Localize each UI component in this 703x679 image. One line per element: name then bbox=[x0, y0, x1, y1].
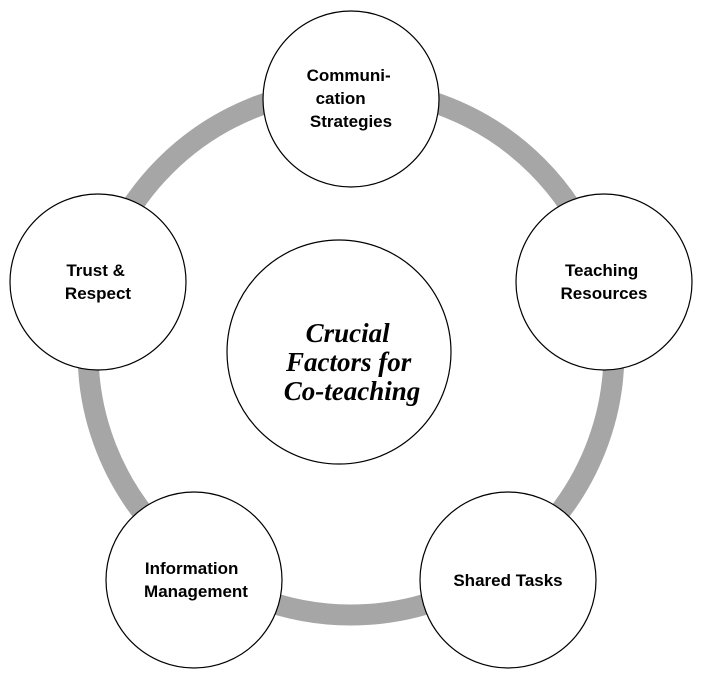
node-teaching-resources-line-1: Teaching bbox=[565, 261, 638, 280]
center-title-line-2: Factors for bbox=[285, 347, 412, 377]
node-shared-tasks: Shared Tasks bbox=[419, 491, 597, 669]
node-teaching-resources-line-2: Resources bbox=[561, 284, 648, 303]
center-title: Crucial Factors for Co-teaching bbox=[284, 318, 421, 406]
node-trust-respect-line-1: Trust & bbox=[66, 261, 125, 280]
node-teaching-resources: Teaching Resources bbox=[515, 193, 693, 371]
node-information-management-label: Information Management bbox=[144, 559, 248, 601]
node-trust-respect: Trust & Respect bbox=[9, 193, 187, 371]
node-shared-tasks-line-1: Shared Tasks bbox=[453, 571, 562, 590]
node-communication-strategies-line-1: Communi- bbox=[307, 66, 391, 85]
node-communication-strategies: Communi- cation Strategies bbox=[262, 10, 440, 188]
node-communication-strategies-label: Communi- cation Strategies bbox=[307, 66, 396, 131]
node-information-management: Information Management bbox=[105, 491, 283, 669]
node-information-management-line-2: Management bbox=[144, 582, 248, 601]
node-shared-tasks-label: Shared Tasks bbox=[453, 571, 562, 590]
center-title-line-1: Crucial bbox=[306, 318, 391, 348]
node-communication-strategies-line-3: Strategies bbox=[310, 112, 392, 131]
node-trust-respect-line-2: Respect bbox=[65, 284, 131, 303]
node-trust-respect-label: Trust & Respect bbox=[65, 261, 131, 303]
center-title-line-3: Co-teaching bbox=[284, 376, 421, 406]
node-information-management-line-1: Information bbox=[145, 559, 239, 578]
node-communication-strategies-line-2: cation bbox=[316, 89, 366, 108]
node-teaching-resources-label: Teaching Resources bbox=[561, 261, 648, 303]
center-circle: Crucial Factors for Co-teaching bbox=[226, 239, 452, 465]
